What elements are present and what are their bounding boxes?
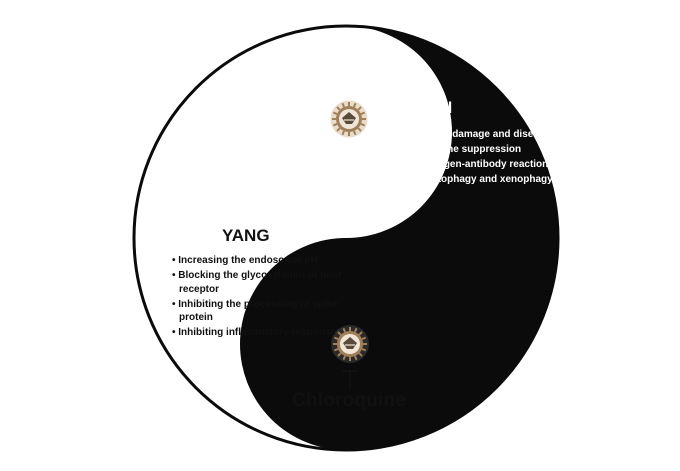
yang-effect-item: Inhibiting inflammatory response xyxy=(172,326,372,340)
yang-effects-list: Increasing the endosomal pH Blocking the… xyxy=(172,254,372,341)
virus-spike xyxy=(336,127,341,132)
virus-spike xyxy=(341,102,345,108)
yang-effect-item: Increasing the endosomal pH xyxy=(172,254,372,268)
virus-spike xyxy=(357,106,362,111)
yin-effect-item: Causing immune suppression xyxy=(372,143,572,157)
virus-spike xyxy=(358,352,363,357)
virus-particle-icon xyxy=(329,99,369,139)
virus-spike xyxy=(360,123,366,127)
virus-spike xyxy=(333,348,339,352)
yang-effect-item: Inhibiting the processing of spike prote… xyxy=(172,298,372,325)
top-chloroquine-label: Chloroquine xyxy=(290,44,405,65)
yin-effect-item: Inhibiting antigen-antibody reactions xyxy=(372,158,572,172)
virus-spike xyxy=(357,127,362,132)
virus-spike xyxy=(336,106,341,111)
yin-effects-list: Causing tissue damage and disease Causin… xyxy=(372,128,572,188)
virus-spike xyxy=(360,111,366,115)
virus-spike xyxy=(354,355,358,361)
inhibition-bar-icon xyxy=(342,370,358,388)
virus-spike xyxy=(332,123,338,127)
yin-effect-item: Causing tissue damage and disease xyxy=(372,128,572,142)
virus-spike xyxy=(361,348,367,352)
virus-spike xyxy=(337,352,342,357)
yang-effect-item: Blocking the glycosylation of host recep… xyxy=(172,269,372,296)
yin-title: YIN xyxy=(424,98,453,117)
virus-spike xyxy=(332,111,338,115)
virus-spike xyxy=(353,102,357,108)
virus-spike xyxy=(353,130,357,136)
virus-spike xyxy=(341,130,345,136)
virus-spike xyxy=(342,355,346,361)
yin-effect-item: Inhibiting autophagy and xenophagy xyxy=(372,173,572,187)
down-arrow-icon xyxy=(343,70,357,92)
bottom-chloroquine-label: Chloroquine xyxy=(292,390,407,411)
yang-title: YANG xyxy=(222,226,270,245)
